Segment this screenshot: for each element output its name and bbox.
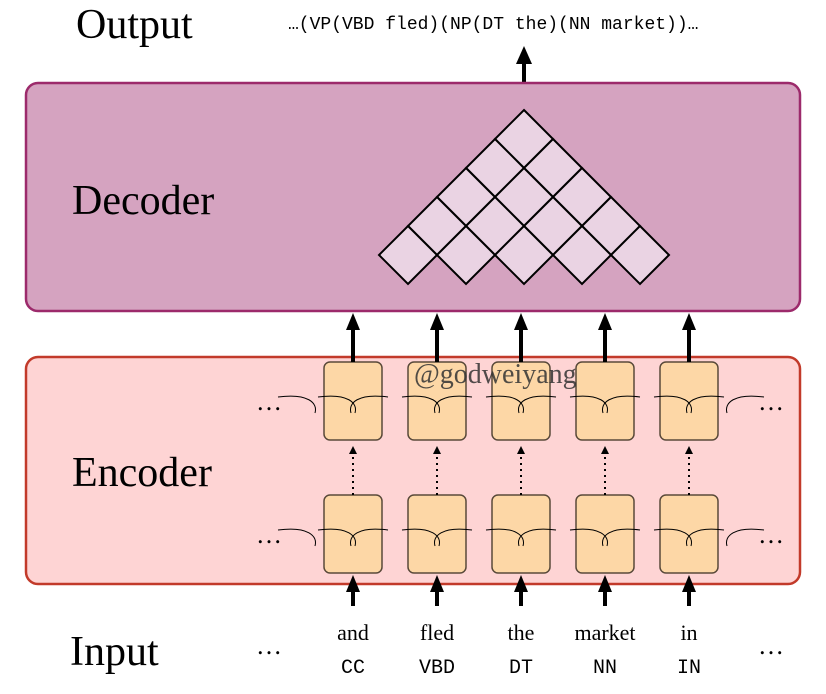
output-arrow <box>516 46 532 83</box>
input-arrowhead <box>682 575 696 592</box>
input-right-ellipsis: … <box>758 631 784 660</box>
layer-dotted-arrowhead <box>685 446 693 454</box>
decoder-label: Decoder <box>72 178 214 224</box>
input-word: the <box>508 620 535 645</box>
recurrent-connection <box>686 528 725 547</box>
input-label: Input <box>70 629 159 675</box>
encoder-bottom-cell <box>407 494 467 574</box>
recurrent-connection <box>277 395 316 414</box>
recurrent-connection <box>653 528 692 547</box>
encoder-top-cell <box>659 361 719 441</box>
recurrent-connection <box>569 395 608 414</box>
input-word: market <box>574 620 635 645</box>
layer-dotted-arrowhead <box>601 446 609 454</box>
input-arrowhead <box>598 575 612 592</box>
chart-cell <box>377 224 439 286</box>
layer-dotted-arrowhead <box>349 446 357 454</box>
input-arrowhead <box>430 575 444 592</box>
recurrent-connection <box>277 528 316 547</box>
recurrent-connection <box>317 395 356 414</box>
encoder-bottom-right-ellipsis: … <box>758 520 784 549</box>
recurrent-connection <box>434 528 473 547</box>
input-arrowhead <box>514 575 528 592</box>
encoder-top-left-ellipsis: … <box>256 387 282 416</box>
recurrent-connection <box>485 395 524 414</box>
recurrent-connection <box>602 395 641 414</box>
encoder-top-cell <box>575 361 635 441</box>
chart-cell <box>551 224 613 286</box>
chart-cell <box>609 224 671 286</box>
input-tag: IN <box>677 657 701 680</box>
recurrent-connection <box>653 395 692 414</box>
recurrent-connection <box>350 395 389 414</box>
encoder-to-decoder-arrowhead <box>346 313 360 330</box>
input-tag: CC <box>341 657 365 680</box>
watermark-text: @godweiyang <box>414 359 577 390</box>
chart-grid <box>377 108 671 286</box>
encoder-top-cell <box>323 361 383 441</box>
recurrent-connection <box>317 528 356 547</box>
recurrent-connection <box>518 528 557 547</box>
encoder-top-right-ellipsis: … <box>758 387 784 416</box>
input-word: fled <box>420 620 454 645</box>
recurrent-connection <box>602 528 641 547</box>
encoder-bottom-cell <box>659 494 719 574</box>
encoder-to-decoder-arrowhead <box>598 313 612 330</box>
layer-dotted-arrowhead <box>517 446 525 454</box>
encoder-bottom-cell <box>491 494 551 574</box>
input-left-ellipsis: … <box>256 631 282 660</box>
input-tag: DT <box>509 657 533 680</box>
input-word: and <box>337 620 369 645</box>
encoder-label: Encoder <box>72 450 212 496</box>
recurrent-connection <box>686 395 725 414</box>
input-tag: VBD <box>419 657 455 680</box>
output-sequence: …(VP(VBD fled)(NP(DT the)(NN market))… <box>288 15 698 35</box>
input-tag: NN <box>593 657 617 680</box>
recurrent-connection <box>726 528 765 547</box>
input-arrowhead <box>346 575 360 592</box>
recurrent-connection <box>434 395 473 414</box>
layer-dotted-arrowhead <box>433 446 441 454</box>
encoder-to-decoder-arrowhead <box>430 313 444 330</box>
recurrent-connection <box>350 528 389 547</box>
recurrent-connection <box>518 395 557 414</box>
recurrent-connection <box>485 528 524 547</box>
recurrent-connection <box>726 395 765 414</box>
output-label: Output <box>76 2 193 48</box>
input-word: in <box>680 620 697 645</box>
encoder-to-decoder-arrowhead <box>514 313 528 330</box>
encoder-bottom-left-ellipsis: … <box>256 520 282 549</box>
recurrent-connection <box>401 395 440 414</box>
encoder-to-decoder-arrowhead <box>682 313 696 330</box>
encoder-bottom-cell <box>575 494 635 574</box>
chart-cell <box>493 224 555 286</box>
chart-cell <box>435 224 497 286</box>
recurrent-connection <box>401 528 440 547</box>
recurrent-connection <box>569 528 608 547</box>
encoder-cells <box>277 313 765 606</box>
encoder-bottom-cell <box>323 494 383 574</box>
